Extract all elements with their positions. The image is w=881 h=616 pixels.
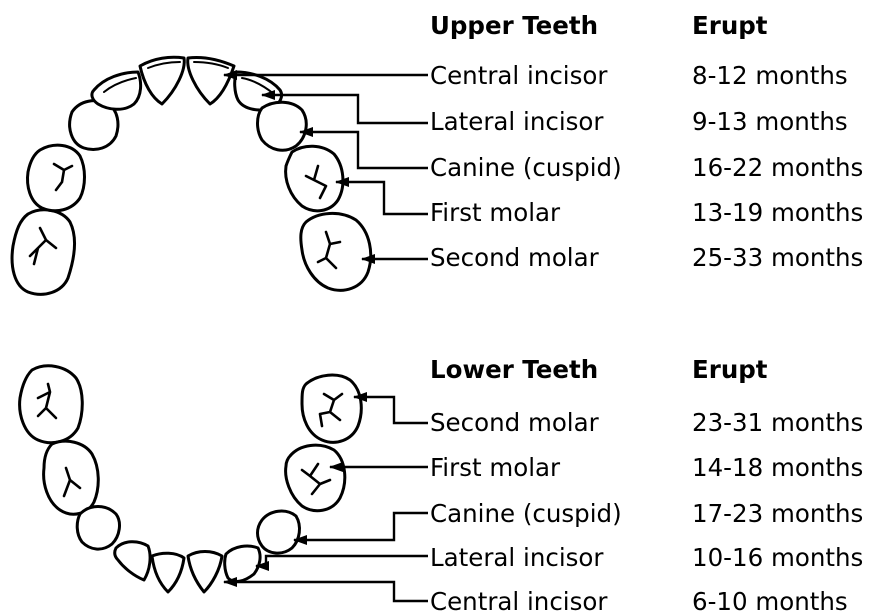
upper-left-lateral-incisor bbox=[90, 70, 143, 111]
lower-left-second-molar-groove bbox=[36, 382, 58, 420]
upper-erupt-value: 13-19 months bbox=[692, 198, 863, 227]
lower-left-second-molar bbox=[18, 364, 84, 445]
upper-left-first-molar bbox=[26, 143, 86, 213]
lower-tooth-label: First molar bbox=[430, 453, 561, 482]
upper-tooth-label: Lateral incisor bbox=[430, 107, 604, 136]
upper-left-second-molar bbox=[10, 208, 76, 296]
upper-erupt-heading: Erupt bbox=[692, 11, 768, 40]
lower-erupt-value: 6-10 months bbox=[692, 587, 848, 616]
lower-right-central-incisor bbox=[186, 550, 224, 594]
lower-tooth-label: Central incisor bbox=[430, 587, 608, 616]
upper-tooth-label: Central incisor bbox=[430, 61, 608, 90]
leader-lower-lateral-incisor bbox=[255, 554, 428, 571]
leader-lower-central-incisor bbox=[223, 577, 428, 603]
upper-tooth-label: Second molar bbox=[430, 243, 600, 272]
lower-erupt-value: 23-31 months bbox=[692, 408, 863, 437]
upper-right-canine bbox=[256, 100, 308, 152]
upper-arch bbox=[10, 55, 373, 296]
upper-right-second-molar-groove bbox=[316, 230, 342, 270]
lower-erupt-heading: Erupt bbox=[692, 355, 768, 384]
lower-left-central-incisor bbox=[150, 551, 186, 594]
upper-leader-lines bbox=[223, 70, 428, 264]
upper-erupt-value: 16-22 months bbox=[692, 153, 863, 182]
lower-right-canine bbox=[256, 509, 301, 555]
leader-upper-first-molar bbox=[335, 177, 428, 216]
lower-right-first-molar-groove bbox=[300, 462, 332, 496]
upper-erupt-value: 8-12 months bbox=[692, 61, 848, 90]
lower-tooth-label: Lateral incisor bbox=[430, 543, 604, 572]
upper-erupt-value: 25-33 months bbox=[692, 243, 863, 272]
lower-erupt-value: 14-18 months bbox=[692, 453, 863, 482]
lower-left-lateral-incisor bbox=[113, 540, 152, 582]
lower-tooth-label: Canine (cuspid) bbox=[430, 499, 622, 528]
lower-right-second-molar-groove bbox=[318, 392, 344, 428]
lower-left-canine bbox=[75, 505, 121, 551]
upper-erupt-value: 9-13 months bbox=[692, 107, 848, 136]
upper-right-central-incisor bbox=[186, 56, 236, 106]
lower-arch bbox=[18, 364, 363, 594]
lower-erupt-value: 10-16 months bbox=[692, 543, 863, 572]
upper-heading: Upper Teeth bbox=[430, 11, 598, 40]
lower-right-first-molar bbox=[284, 443, 347, 513]
lower-heading: Lower Teeth bbox=[430, 355, 598, 384]
lower-tooth-label: Second molar bbox=[430, 408, 600, 437]
upper-right-first-molar-groove bbox=[304, 164, 328, 200]
lower-right-lateral-incisor bbox=[223, 544, 262, 583]
lower-erupt-value: 17-23 months bbox=[692, 499, 863, 528]
leader-upper-lateral-incisor bbox=[261, 90, 428, 125]
upper-tooth-label: First molar bbox=[430, 198, 561, 227]
lower-left-first-molar bbox=[42, 439, 100, 516]
lower-left-first-molar-groove bbox=[62, 466, 82, 498]
upper-right-second-molar bbox=[299, 212, 373, 292]
upper-tooth-label: Canine (cuspid) bbox=[430, 153, 622, 182]
upper-left-second-molar-groove bbox=[28, 226, 58, 266]
leader-lower-canine bbox=[293, 511, 428, 545]
upper-left-first-molar-groove bbox=[52, 162, 74, 192]
upper-left-central-incisor bbox=[138, 55, 186, 106]
leader-lower-second-molar bbox=[353, 392, 428, 425]
lower-leader-lines bbox=[223, 392, 428, 603]
leader-upper-canine bbox=[299, 127, 428, 170]
lower-labels: Lower Teeth Erupt Second molar 23-31 mon… bbox=[430, 355, 863, 616]
upper-labels: Upper Teeth Erupt Central incisor 8-12 m… bbox=[430, 11, 863, 272]
